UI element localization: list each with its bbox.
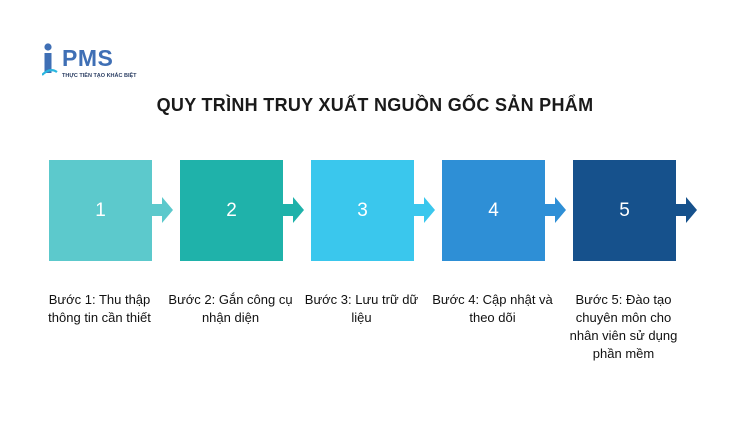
logo-brand: PMS bbox=[62, 45, 114, 71]
logo: PMS THỰC TIỄN TẠO KHÁC BIỆT bbox=[42, 42, 152, 86]
step-number: 2 bbox=[226, 199, 237, 221]
arrow-right-icon bbox=[283, 197, 304, 223]
step-label-4: Bước 4: Cập nhật và theo dõi bbox=[432, 292, 553, 325]
step-label-3: Bước 3: Lưu trữ dữ liệu bbox=[304, 292, 419, 325]
step-number: 3 bbox=[357, 199, 368, 221]
step-box-1: 1 bbox=[49, 160, 152, 261]
step-number: 4 bbox=[488, 199, 499, 221]
page-title: QUY TRÌNH TRUY XUẤT NGUỒN GỐC SẢN PHẨM bbox=[156, 95, 594, 115]
arrow-right-icon bbox=[152, 197, 173, 223]
arrow-right-icon bbox=[414, 197, 435, 223]
step-number: 5 bbox=[619, 199, 630, 221]
arrow-right-icon bbox=[545, 197, 566, 223]
step-number: 1 bbox=[95, 199, 106, 221]
ipms-logo-mark-icon bbox=[42, 43, 58, 76]
step-box-5: 5 bbox=[573, 160, 676, 261]
step-label-1: Bước 1: Thu thập thông tin cần thiết bbox=[48, 292, 151, 325]
arrow-right-icon bbox=[676, 197, 697, 223]
step-label-2: Bước 2: Gắn công cụ nhận diện bbox=[168, 292, 293, 325]
step-box-3: 3 bbox=[311, 160, 414, 261]
logo-tagline: THỰC TIỄN TẠO KHÁC BIỆT bbox=[62, 73, 137, 79]
step-label-5: Bước 5: Đào tạo chuyên môn cho nhân viên… bbox=[569, 292, 678, 361]
step-box-2: 2 bbox=[180, 160, 283, 261]
step-box-4: 4 bbox=[442, 160, 545, 261]
